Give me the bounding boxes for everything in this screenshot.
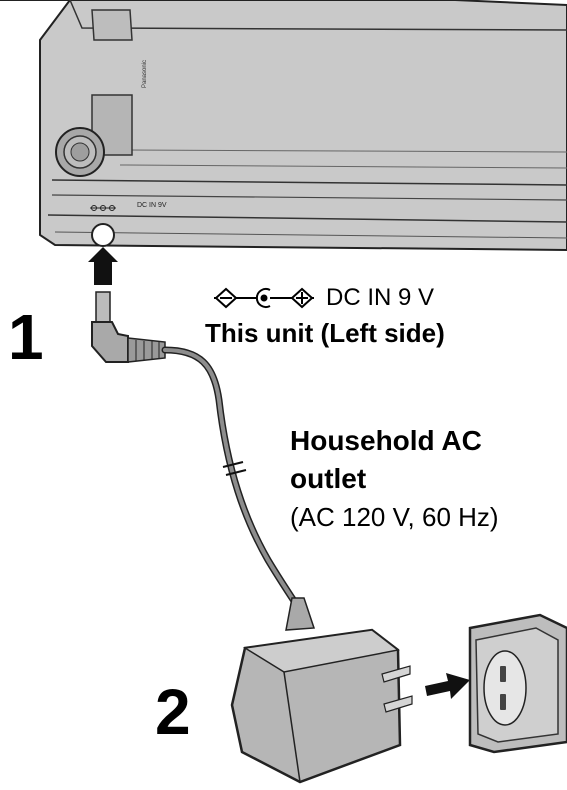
dc-in-label: DC IN 9 V <box>326 284 435 311</box>
jack-print: DC IN 9V <box>137 202 167 209</box>
outlet-title-line1: Household AC <box>290 425 482 456</box>
wall-outlet <box>468 613 567 754</box>
outlet-title-line2: outlet <box>290 463 367 494</box>
insert-arrow-up <box>88 247 118 285</box>
unit-side-label: This unit (Left side) <box>205 318 445 348</box>
step-number-1: 1 <box>8 301 44 373</box>
outlet-slot-bottom <box>500 694 506 710</box>
cable-break-mark <box>222 461 247 476</box>
dc-plug <box>91 291 166 363</box>
outlet-slot-top <box>500 666 506 682</box>
dc-in-jack <box>91 223 115 247</box>
polarity-line: DC IN 9 V <box>212 284 434 312</box>
ac-adaptor <box>230 597 413 784</box>
plug-prong-top <box>381 665 411 683</box>
portable-unit: Panasonic DC IN 9V <box>0 0 567 252</box>
insert-arrow-right <box>425 673 470 699</box>
dc-polarity-symbol-icon <box>214 287 314 309</box>
brand-print: Panasonic <box>142 60 148 88</box>
jack-polarity-print <box>90 205 116 211</box>
step-number-2: 2 <box>155 676 191 748</box>
outlet-spec: (AC 120 V, 60 Hz) <box>290 502 499 532</box>
power-cable <box>161 346 304 614</box>
plug-prong-bottom <box>383 695 413 713</box>
